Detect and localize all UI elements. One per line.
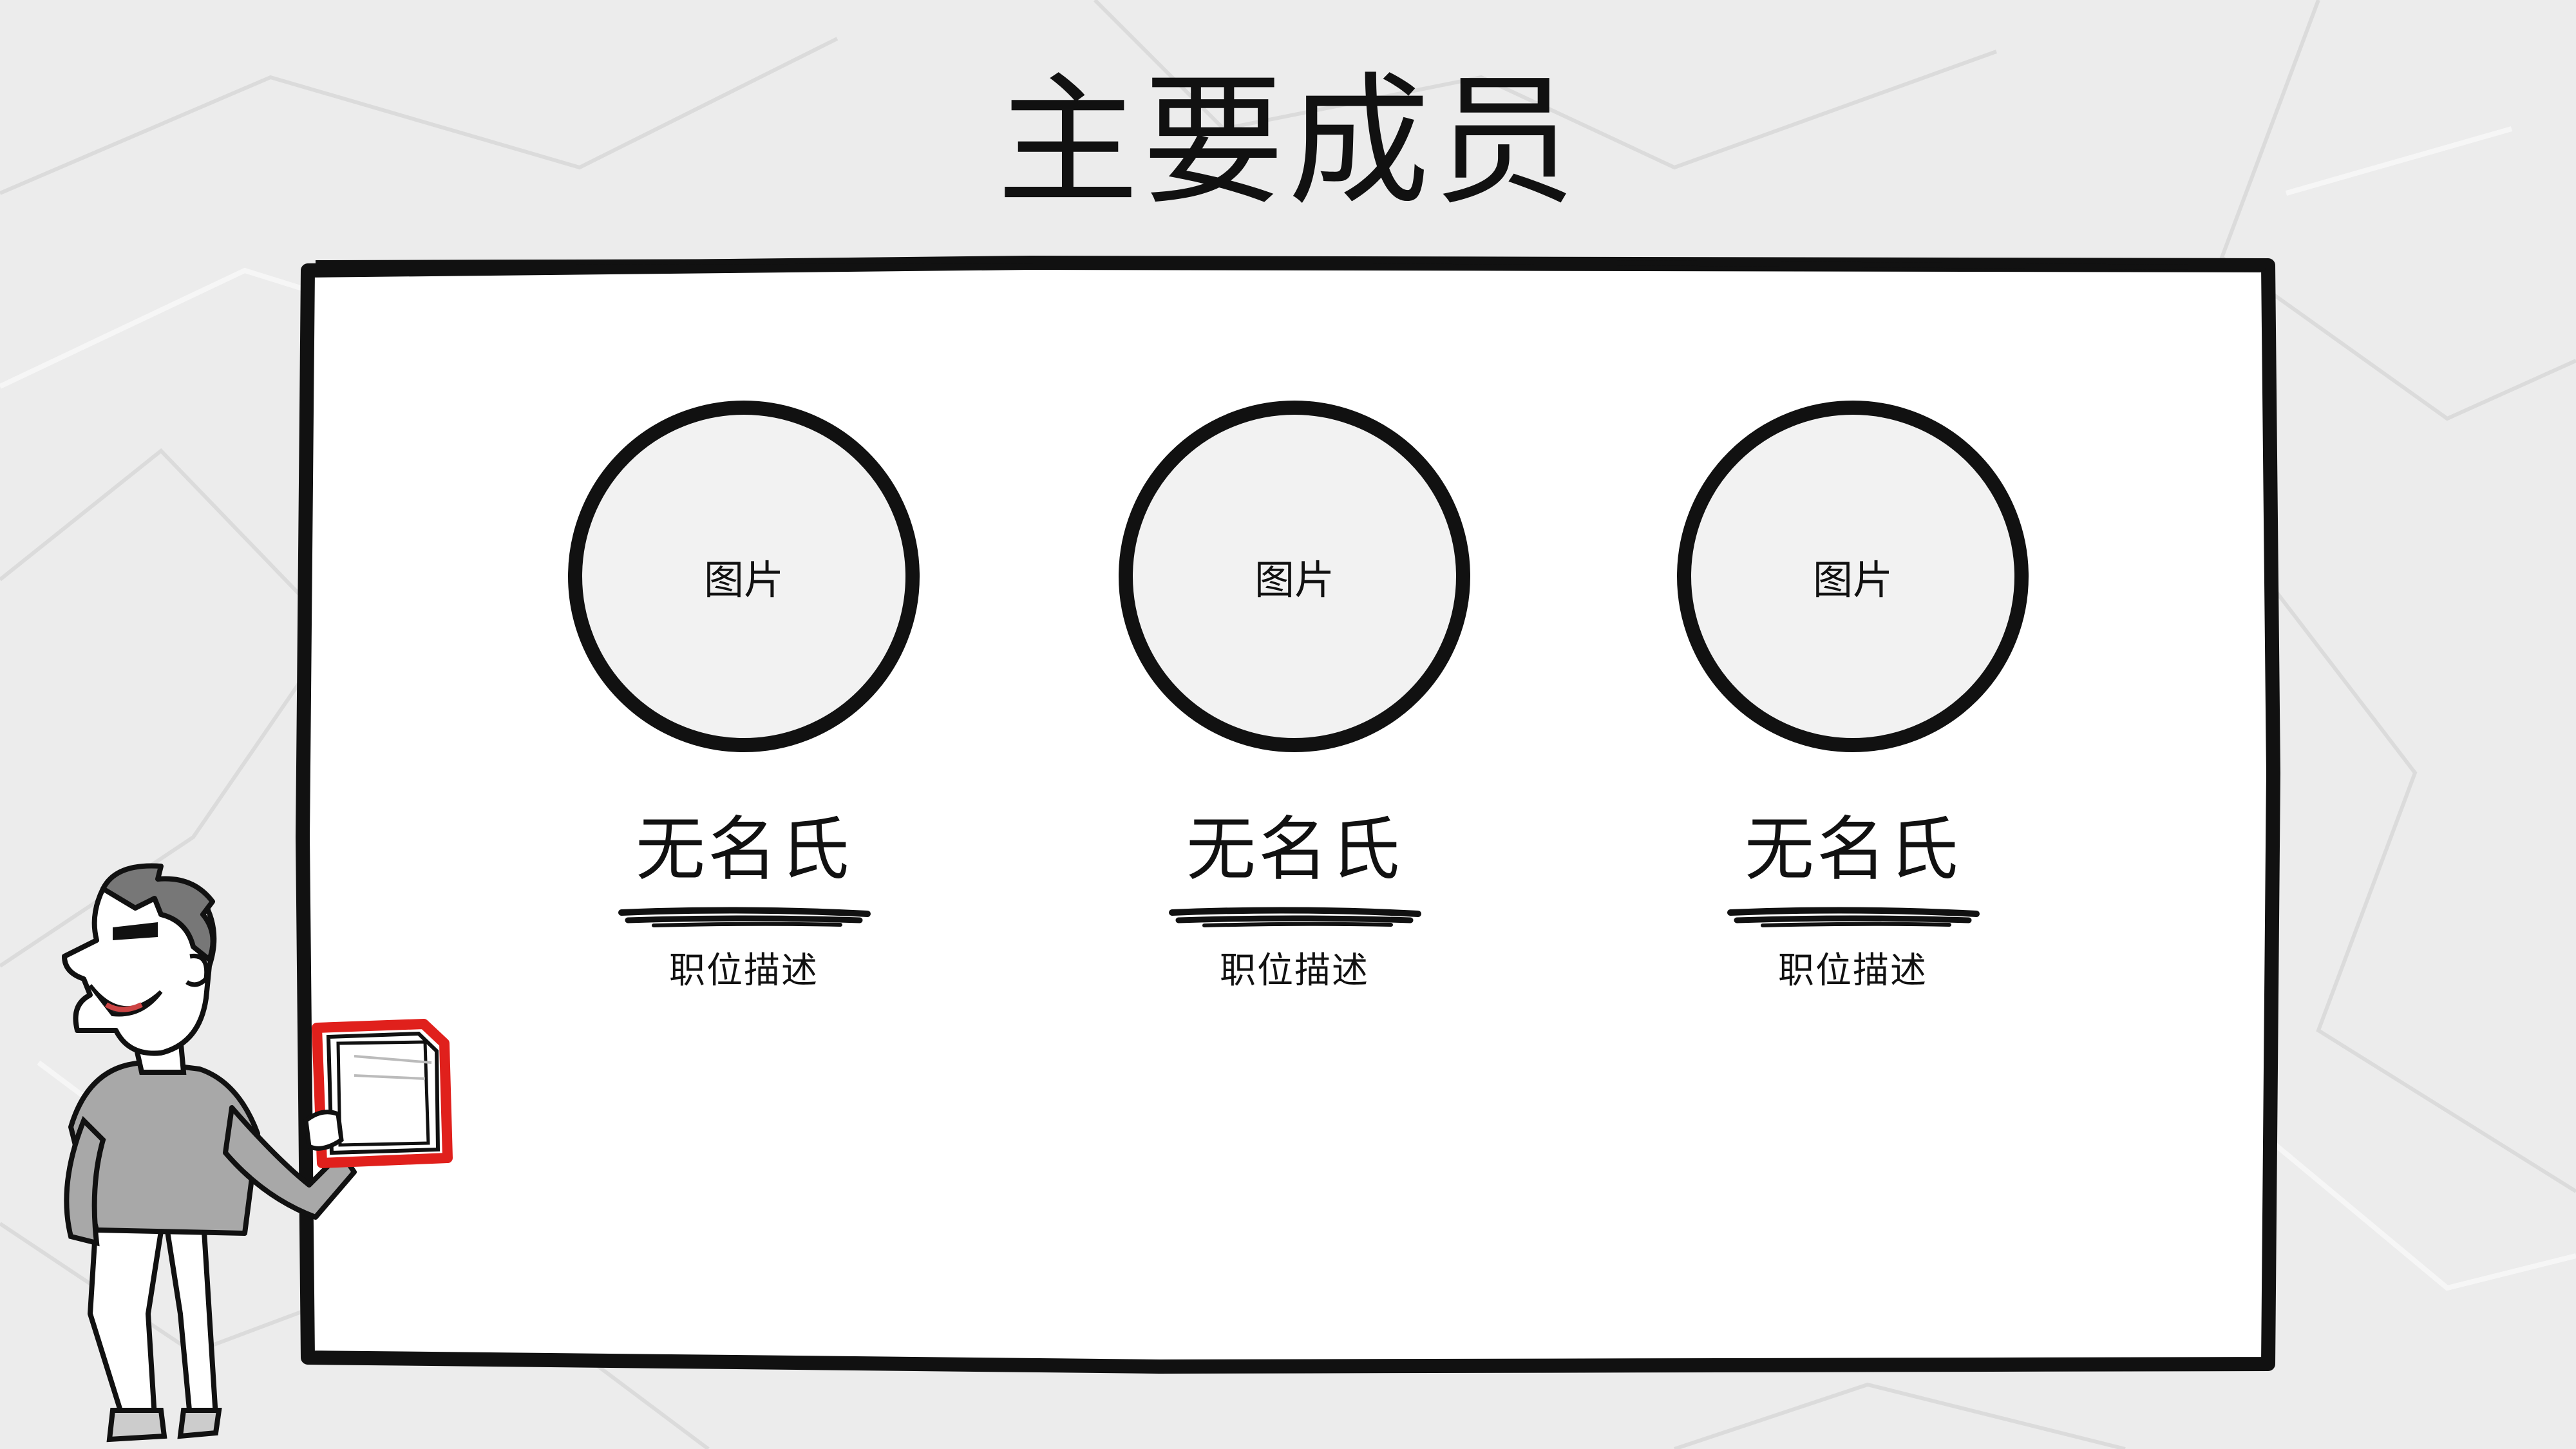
member-photo-placeholder[interactable]: 图片 [564,396,924,757]
photo-circle-icon [1677,401,2029,752]
member-card-1: 图片 无名氏 职位描述 [554,396,934,994]
member-name: 无名氏 [635,810,852,890]
page-title: 主要成员 [996,59,1579,224]
photo-circle-icon [568,401,920,752]
member-name: 无名氏 [1186,810,1403,890]
name-underline-scribble [1727,907,1980,927]
member-role: 职位描述 [1220,950,1369,992]
member-photo-placeholder[interactable]: 图片 [1114,396,1475,757]
member-card-3: 图片 无名氏 职位描述 [1663,396,2043,994]
member-photo-placeholder[interactable]: 图片 [1672,396,2033,757]
member-name: 无名氏 [1744,810,1961,890]
photo-circle-icon [1119,401,1470,752]
name-underline-scribble [1169,907,1421,927]
name-underline-scribble [618,907,871,927]
member-role: 职位描述 [669,950,819,992]
member-role: 职位描述 [1778,950,1927,992]
photo-placeholder-label: 图片 [1812,556,1893,603]
cartoon-presenter-with-papers-icon [62,863,453,1443]
photo-placeholder-label: 图片 [703,556,784,603]
member-card-2: 图片 无名氏 职位描述 [1104,396,1484,994]
photo-placeholder-label: 图片 [1254,556,1334,603]
